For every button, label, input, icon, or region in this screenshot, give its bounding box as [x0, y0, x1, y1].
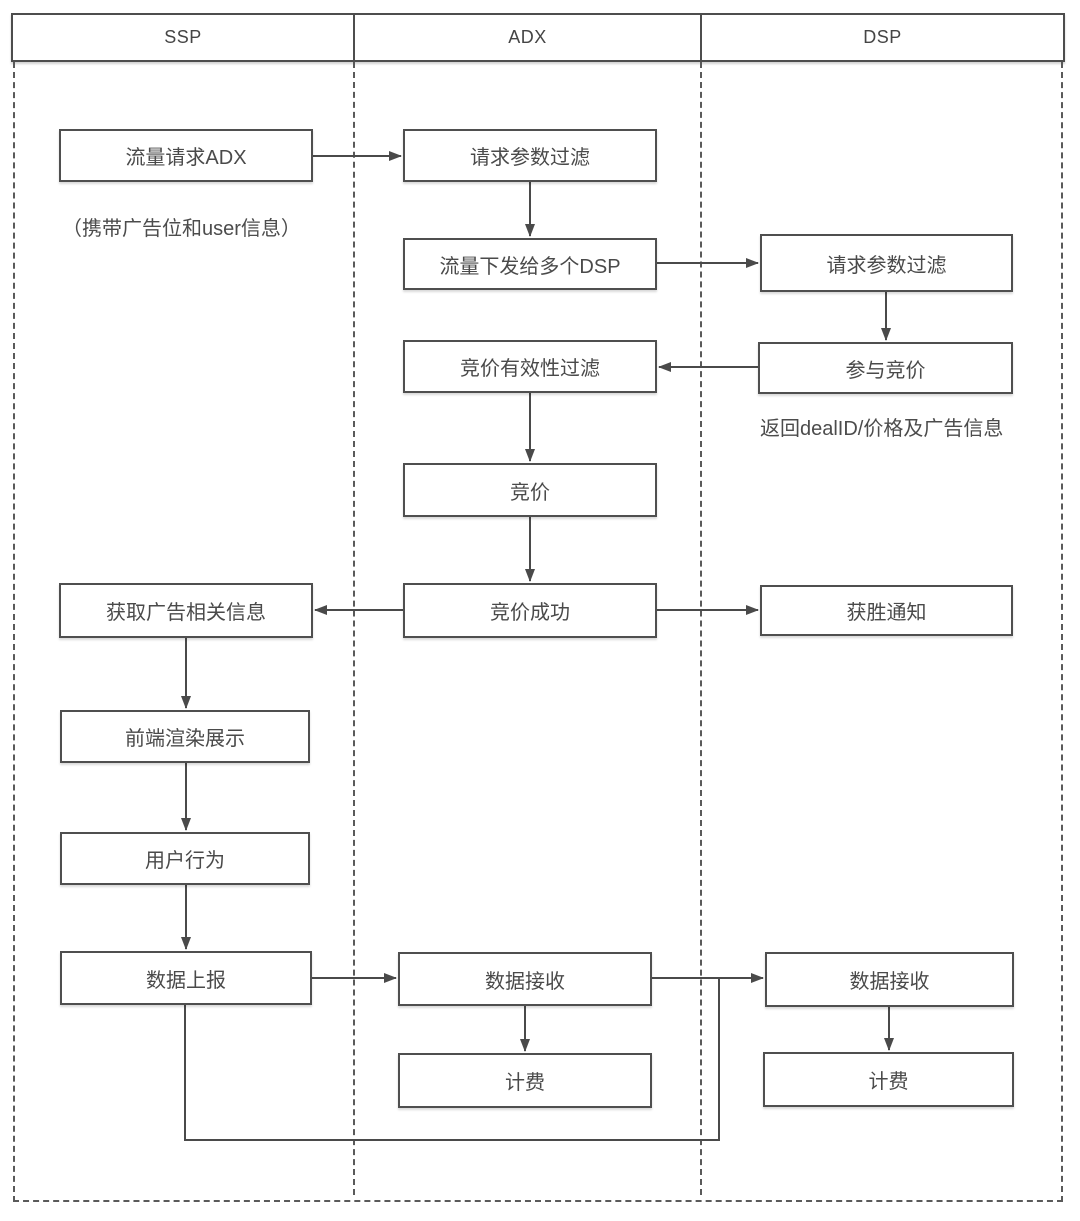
node-adx-param-filter: 请求参数过滤: [403, 129, 657, 182]
node-adx-bid-success: 竞价成功: [403, 583, 657, 638]
node-dsp-param-filter: 请求参数过滤: [760, 234, 1013, 292]
lane-divider-adx-dsp: [700, 62, 702, 1195]
node-ssp-traffic-request: 流量请求ADX: [59, 129, 313, 182]
lane-header-adx: ADX: [355, 15, 702, 60]
node-dsp-win-notice: 获胜通知: [760, 585, 1013, 636]
node-adx-data-receive: 数据接收: [398, 952, 652, 1006]
lane-outer-border: [13, 62, 1063, 1202]
node-adx-bidding: 竞价: [403, 463, 657, 517]
node-ssp-data-report: 数据上报: [60, 951, 312, 1005]
lane-header-ssp: SSP: [13, 15, 355, 60]
node-dsp-data-receive: 数据接收: [765, 952, 1014, 1007]
node-adx-bid-validity-filter: 竞价有效性过滤: [403, 340, 657, 393]
node-ssp-get-ad-info: 获取广告相关信息: [59, 583, 313, 638]
node-ssp-render: 前端渲染展示: [60, 710, 310, 763]
lane-header-row: SSP ADX DSP: [11, 13, 1065, 62]
lane-divider-ssp-adx: [353, 62, 355, 1195]
dsp-annotation: 返回dealID/价格及广告信息: [760, 418, 1004, 440]
node-dsp-billing: 计费: [763, 1052, 1014, 1107]
lane-header-dsp: DSP: [863, 27, 902, 47]
ssp-annotation: （携带广告位和user信息）: [62, 218, 301, 240]
route-data-report-to-dsp-receive: [184, 978, 720, 1141]
node-dsp-join-bidding: 参与竞价: [758, 342, 1013, 394]
node-adx-dispatch: 流量下发给多个DSP: [403, 238, 657, 290]
node-adx-billing: 计费: [398, 1053, 652, 1108]
node-ssp-user-action: 用户行为: [60, 832, 310, 885]
